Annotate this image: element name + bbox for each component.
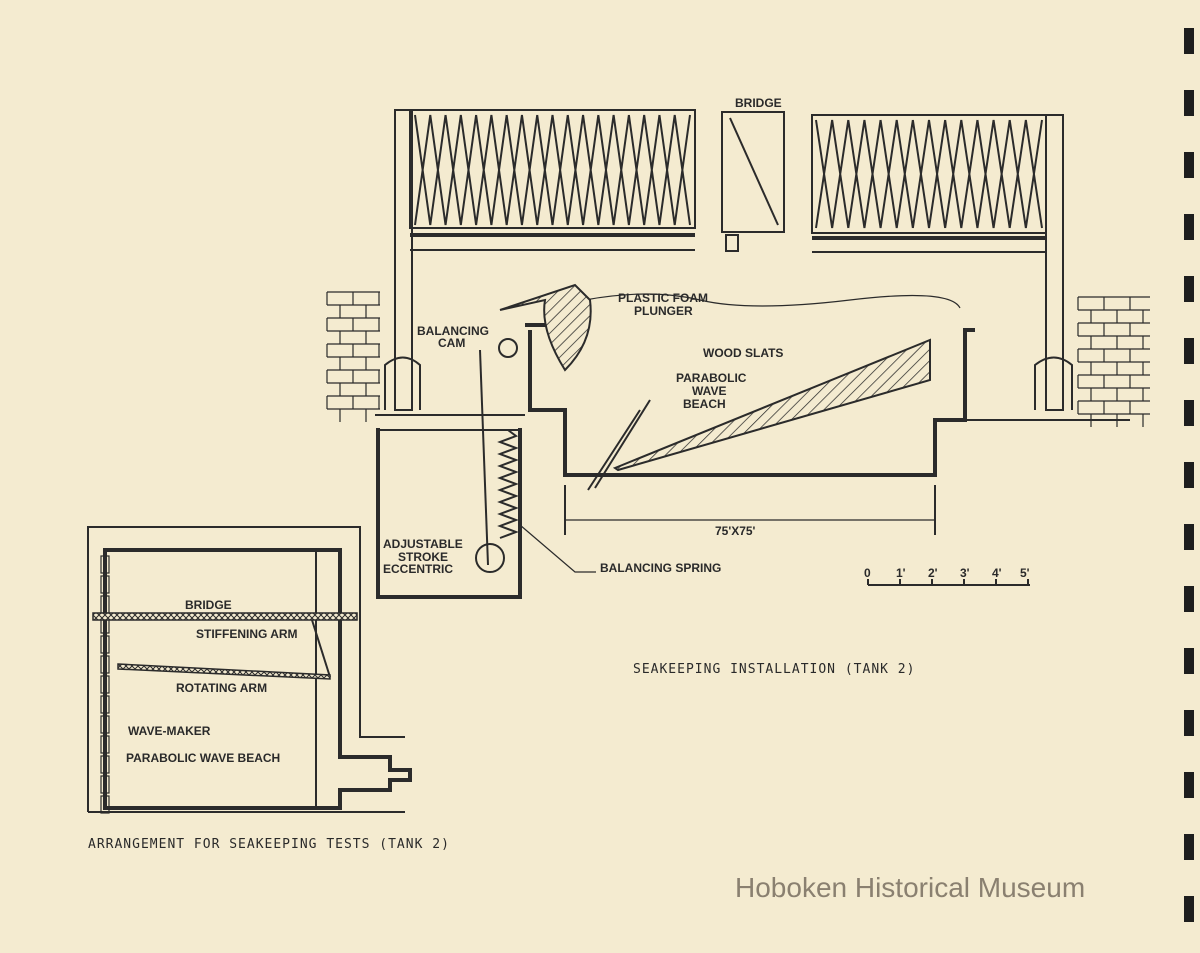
label-beach-3: BEACH <box>683 397 726 411</box>
label-beach: PARABOLIC <box>676 371 747 385</box>
plan-caption: ARRANGEMENT FOR SEAKEEPING TESTS (TANK 2… <box>88 837 450 852</box>
binding-hole <box>1184 462 1194 488</box>
parabolic-wave-beach <box>612 338 931 472</box>
binding-hole <box>1184 152 1194 178</box>
seakeeping-installation-elevation: BRIDGE 75'X75' PLASTIC FOAM PLUNGER BALA… <box>326 96 1150 677</box>
label-wood-slats: WOOD SLATS <box>703 346 783 360</box>
elevation-caption: SEAKEEPING INSTALLATION (TANK 2) <box>633 662 915 677</box>
plan-label-stiffening-arm: STIFFENING ARM <box>196 627 298 641</box>
balancing-cam <box>498 338 518 358</box>
label-eccentric: ADJUSTABLE <box>383 537 463 551</box>
scale-4: 4' <box>992 566 1002 580</box>
left-brick-wall <box>326 291 380 422</box>
bridge-center-section <box>721 111 785 252</box>
plan-label-rotating-arm: ROTATING ARM <box>176 681 267 695</box>
plan-bridge <box>92 612 358 621</box>
binding-hole <box>1184 214 1194 240</box>
right-column <box>1045 114 1064 411</box>
label-bridge: BRIDGE <box>735 96 782 110</box>
scale-1: 1' <box>896 566 906 580</box>
label-cam-2: CAM <box>438 336 465 350</box>
machinery-pit <box>376 428 522 599</box>
label-dimension: 75'X75' <box>715 524 756 538</box>
label-spring: BALANCING SPRING <box>600 561 721 575</box>
binding-hole <box>1184 772 1194 798</box>
binding-hole <box>1184 28 1194 54</box>
scale-3: 3' <box>960 566 970 580</box>
binding-hole <box>1184 90 1194 116</box>
plastic-foam-plunger <box>499 283 592 372</box>
label-plunger-2: PLUNGER <box>634 304 693 318</box>
left-column <box>394 109 413 411</box>
plan-label-wave-maker: WAVE-MAKER <box>128 724 211 738</box>
scale-5: 5' <box>1020 566 1030 580</box>
scale-2: 2' <box>928 566 938 580</box>
rotating-arm <box>117 663 331 680</box>
label-cam: BALANCING <box>417 324 489 338</box>
binding-hole <box>1184 648 1194 674</box>
right-brick-wall <box>1077 296 1150 427</box>
binding-hole <box>1184 896 1194 922</box>
plan-label-beach: PARABOLIC WAVE BEACH <box>126 751 280 765</box>
eccentric <box>475 543 505 573</box>
binding-hole <box>1184 524 1194 550</box>
label-eccentric-3: ECCENTRIC <box>383 562 453 576</box>
binding-hole <box>1184 338 1194 364</box>
binding-hole <box>1184 400 1194 426</box>
label-beach-2: WAVE <box>692 384 726 398</box>
scale-0: 0 <box>864 566 871 580</box>
label-plunger: PLASTIC FOAM <box>618 291 708 305</box>
binding-hole <box>1184 586 1194 612</box>
label-eccentric-2: STROKE <box>398 550 448 564</box>
plan-label-bridge: BRIDGE <box>185 598 232 612</box>
stiffening-arm <box>311 619 331 678</box>
balancing-spring <box>497 429 519 539</box>
spiral-binding <box>1184 28 1194 922</box>
binding-hole <box>1184 834 1194 860</box>
scale-bar: 0 1' 2' 3' 4' 5' <box>864 566 1030 586</box>
binding-hole <box>1184 276 1194 302</box>
watermark: Hoboken Historical Museum <box>735 872 1085 903</box>
seakeeping-arrangement-plan: BRIDGE STIFFENING ARM ROTATING ARM WAVE-… <box>87 526 450 852</box>
right-bridge-truss <box>811 114 1047 253</box>
left-bridge-truss <box>409 109 696 251</box>
binding-hole <box>1184 710 1194 736</box>
